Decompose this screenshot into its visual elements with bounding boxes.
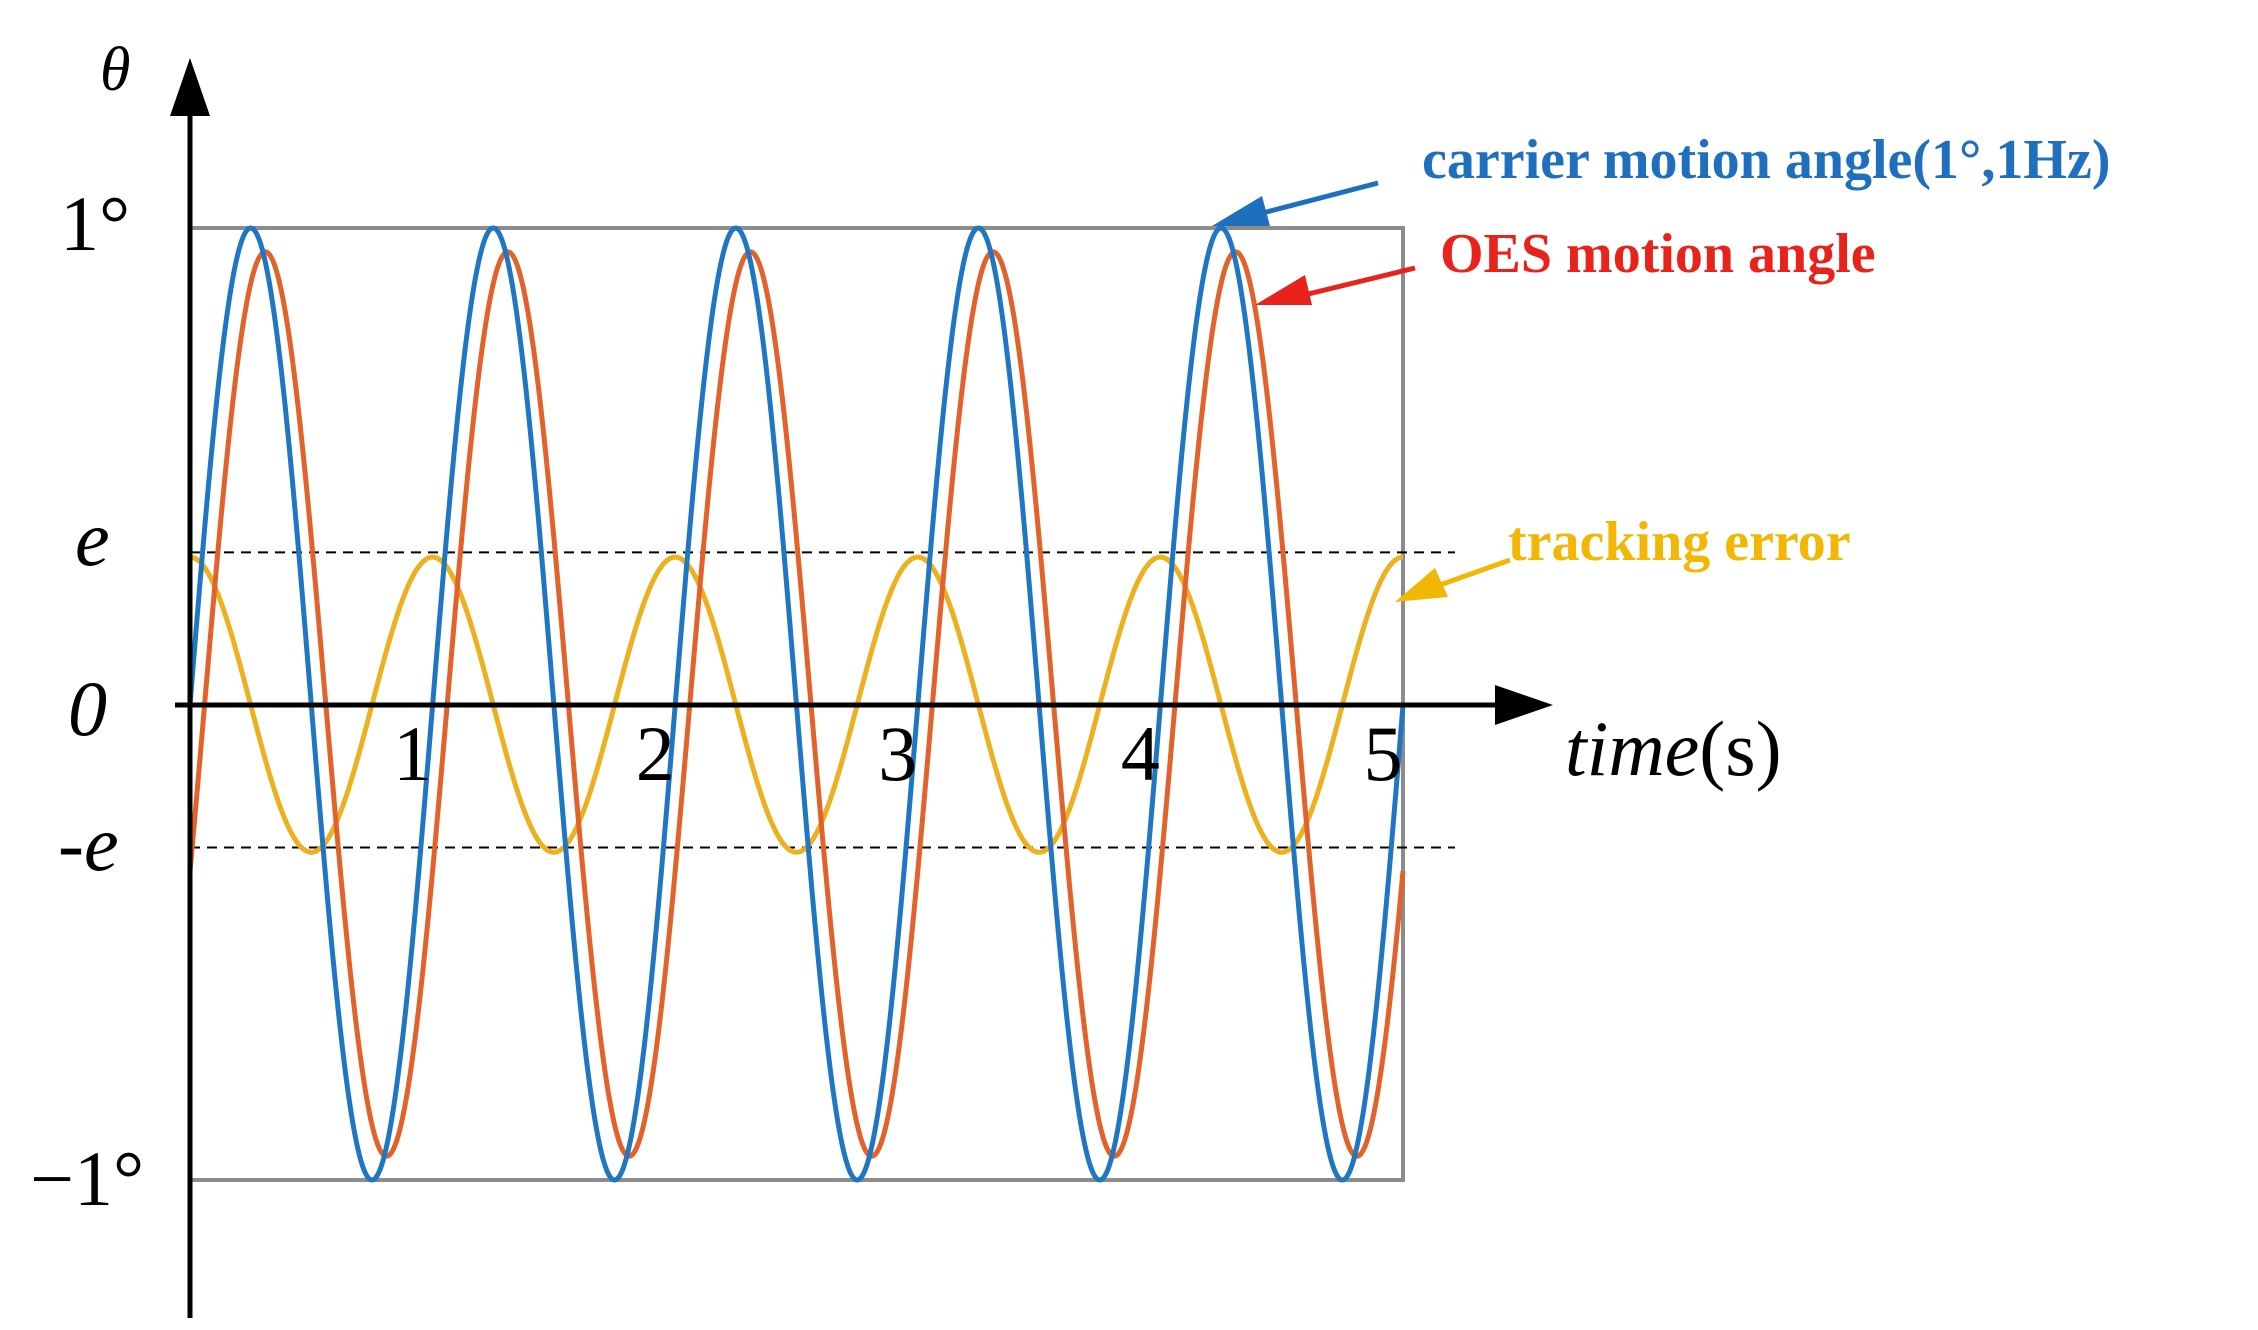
x-axis-label: time(s) (1565, 705, 1782, 792)
x-axis-label-name: time (1565, 705, 1699, 792)
annotation-carrier-text: carrier motion angle(1°,1Hz) (1422, 129, 2111, 191)
annotation-tracking: tracking error (1395, 511, 1851, 602)
y-tick-top: 1° (60, 180, 130, 267)
x-axis-arrow-icon (1495, 685, 1553, 725)
y-tick-bottom: −1° (30, 1135, 144, 1222)
x-tick-label: 3 (878, 710, 917, 797)
arrow-tracking-icon (1395, 568, 1448, 602)
arrow-oes-icon (1255, 275, 1312, 305)
series-line-1 (187, 249, 1406, 1159)
annotation-oes: OES motion angle (1255, 223, 1876, 305)
arrow-tracking-line (1439, 557, 1511, 588)
arrow-carrier-line (1254, 180, 1379, 218)
arrow-oes-line (1299, 265, 1416, 299)
y-axis-label: θ (100, 36, 130, 104)
series-line-2 (189, 554, 1404, 855)
y-tick-zero: 0 (68, 665, 107, 752)
y-axis-arrow-icon (170, 58, 210, 116)
x-axis-label-unit: (s) (1699, 705, 1781, 792)
x-tick-label: 2 (636, 710, 675, 797)
x-tick-labels: 1 2 3 4 5 (393, 710, 1402, 797)
arrow-carrier-icon (1212, 196, 1270, 226)
x-tick-label: 1 (393, 710, 432, 797)
annotation-oes-text: OES motion angle (1440, 223, 1876, 285)
y-tick-neg-e: -e (58, 800, 119, 887)
annotation-carrier: carrier motion angle(1°,1Hz) (1212, 129, 2111, 226)
annotation-tracking-text: tracking error (1508, 511, 1851, 573)
x-tick-label: 5 (1364, 710, 1403, 797)
y-tick-e: e (75, 495, 110, 582)
x-tick-label: 4 (1121, 710, 1160, 797)
